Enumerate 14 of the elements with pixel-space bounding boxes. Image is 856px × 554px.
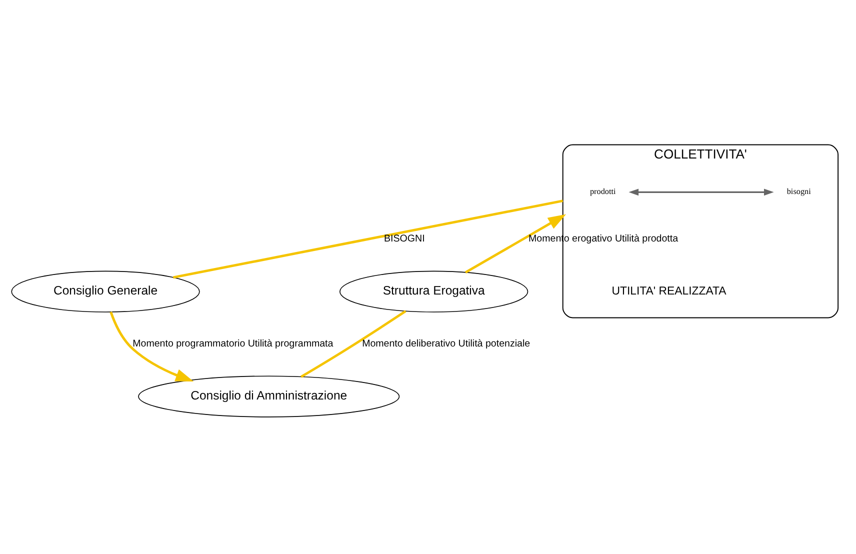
arrow (464, 214, 566, 274)
arrow (110, 311, 194, 382)
connector (172, 199, 564, 278)
node-label: UTILITA' REALIZZATA (612, 285, 726, 298)
node-ellipse: Consiglio di Amministrazione (138, 375, 400, 417)
edge-label: Momento deliberativo Utilità potenziale (362, 338, 530, 350)
arrow (628, 188, 774, 196)
connector (300, 310, 406, 378)
node-text: bisogni (786, 186, 811, 196)
node-ellipse: Consiglio Generale (11, 270, 200, 312)
edge-label: BISOGNI (384, 233, 425, 244)
node-ellipse: Struttura Erogativa (339, 270, 528, 312)
node-text: prodotti (590, 186, 616, 196)
edge-label: Momento programmatorio Utilità programmata (132, 338, 334, 350)
